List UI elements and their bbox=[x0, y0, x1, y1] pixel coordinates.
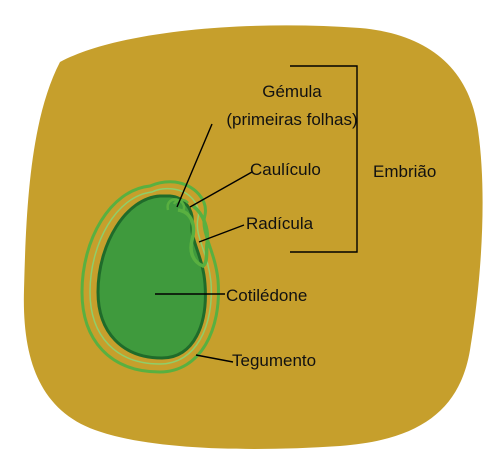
label-cotiledone: Cotilédone bbox=[226, 286, 307, 305]
label-embriao: Embrião bbox=[373, 162, 436, 181]
label-caulicolo: Caulículo bbox=[250, 160, 321, 179]
label-radicula: Radícula bbox=[246, 214, 314, 233]
label-tegumento: Tegumento bbox=[232, 351, 316, 370]
label-gemula-line2: (primeiras folhas) bbox=[226, 110, 357, 129]
label-gemula-line1: Gémula bbox=[262, 82, 322, 101]
